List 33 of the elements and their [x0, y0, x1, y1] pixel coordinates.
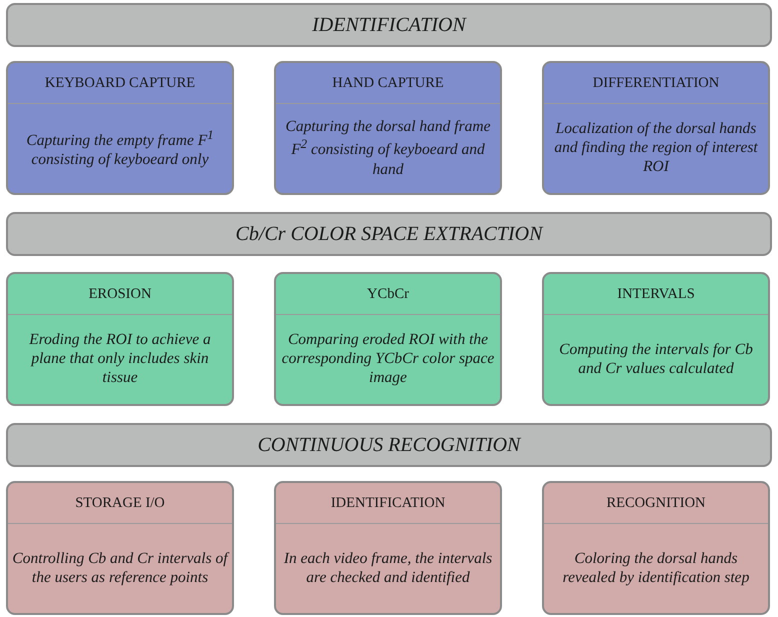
step-description: Eroding the ROI to achieve a plane that only includes skin tissue: [28, 331, 212, 388]
step-card: [6, 61, 234, 195]
step-heading: STORAGE I/O: [75, 494, 165, 512]
step-heading: RECOGNITION: [606, 494, 706, 512]
step-heading: DIFFERENTIATION: [592, 74, 720, 92]
step-heading: HAND CAPTURE: [332, 74, 444, 92]
stage-title: IDENTIFICATION: [312, 14, 466, 36]
step-card: [542, 481, 770, 615]
step-heading: EROSION: [88, 286, 152, 302]
step-description: Controlling Cb and Cr intervals of the users as reference points: [12, 550, 228, 588]
step-card: [274, 272, 502, 406]
stage-band: [6, 3, 772, 47]
step-card: [274, 481, 502, 615]
step-heading: IDENTIFICATION: [330, 494, 446, 512]
step-description: Coloring the dorsal hands revealed by identification step: [562, 550, 750, 588]
stage-title: Cb/Cr COLOR SPACE EXTRACTION: [236, 222, 542, 246]
step-card: [542, 61, 770, 195]
stage-band: [6, 212, 772, 256]
step-card: [6, 272, 234, 406]
step-description: Capturing the empty frame F$^{1}$ consisting of keyboeard only: [25, 127, 215, 170]
stage-band: [6, 423, 772, 467]
step-heading: INTERVALS: [617, 286, 695, 302]
step-description: Comparing eroded ROI with the corresponding YCbCr color space image: [280, 331, 496, 388]
step-description: Localization of the dorsal hands and finding the region of interest ROI: [553, 120, 759, 177]
stage-title: CONTINUOUS RECOGNITION: [258, 434, 520, 456]
step-heading: YCbCr: [367, 286, 409, 302]
step-card: [542, 272, 770, 406]
step-heading: KEYBOARD CAPTURE: [44, 74, 196, 92]
step-description: Capturing the dorsal hand frame F$^{2}$ consisting of keyboeard and hand: [284, 118, 492, 180]
step-description: In each video frame, the intervals are checked and identified: [282, 550, 494, 588]
step-card: [274, 61, 502, 195]
step-card: [6, 481, 234, 615]
step-description: Computing the intervals for Cb and Cr values calculated: [558, 340, 754, 378]
